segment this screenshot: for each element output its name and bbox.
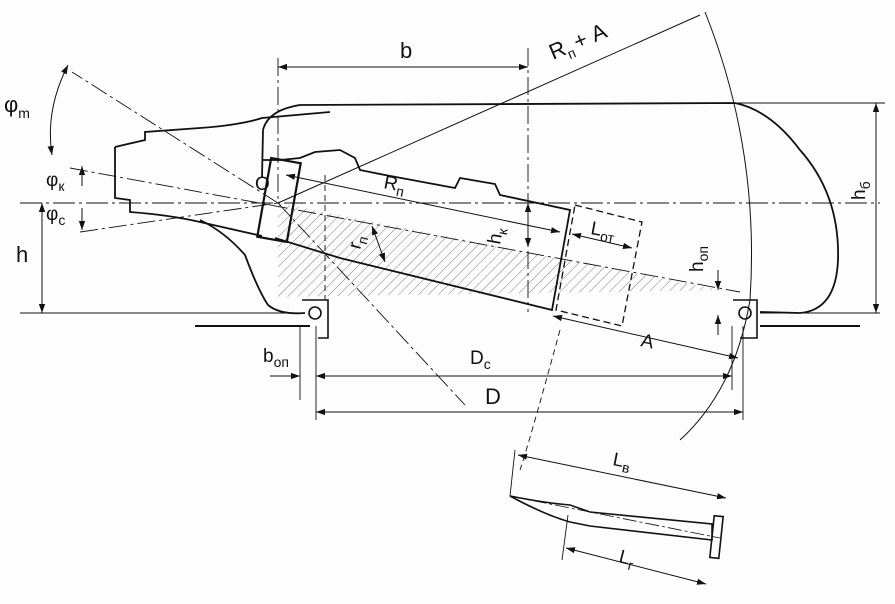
ray-phi-m <box>71 71 279 204</box>
ray-phi-k-ext <box>277 202 466 406</box>
right-support-ring <box>738 306 752 320</box>
label-lot: Lот <box>589 218 618 246</box>
label-phi-k: φк <box>46 170 65 194</box>
label-hop: hоп <box>687 246 711 272</box>
turret-body-outline <box>199 102 839 315</box>
label-phi-c: φc <box>46 204 65 228</box>
dim-lv <box>517 453 727 500</box>
left-support-bracket <box>302 299 329 339</box>
label-dc: Dc <box>470 348 491 372</box>
label-d: D <box>485 384 501 409</box>
dim-phi-m-arc <box>47 64 69 156</box>
label-phi-m: φm <box>4 92 30 121</box>
label-b: b <box>400 38 412 63</box>
arc-rp-plus-a <box>679 11 753 441</box>
arc-rp-inner <box>519 329 561 471</box>
label-rn: rп <box>345 232 372 252</box>
ray-rp-plus-a <box>277 14 701 204</box>
dim-rp <box>285 173 561 234</box>
label-bop: bоп <box>263 346 289 370</box>
label-lg: Lг <box>616 546 637 573</box>
ejection-tray <box>555 204 643 327</box>
label-h: h <box>16 242 28 267</box>
ammunition-round <box>509 495 725 560</box>
label-a: A <box>639 330 656 353</box>
ext-lg-left <box>561 514 569 561</box>
hatched-recoil-zone <box>278 203 720 297</box>
label-hk: hк <box>484 225 511 246</box>
right-support-bracket <box>733 299 758 339</box>
dim-lot <box>571 232 633 250</box>
ray-phi-c <box>79 202 279 233</box>
ray-phi-k <box>69 167 741 293</box>
dim-rn <box>371 225 386 263</box>
dim-lg <box>565 547 707 585</box>
label-rp-plus-a: Rп+ A <box>545 18 612 68</box>
ext-lv-left <box>509 449 516 497</box>
dim-a <box>552 314 739 360</box>
label-lv: Lв <box>610 449 632 476</box>
left-support-ring <box>308 306 322 320</box>
label-rp: Rп <box>381 172 407 200</box>
gun-barrel <box>114 111 331 237</box>
label-hb: hб <box>849 181 873 200</box>
label-point-o: O <box>255 174 270 195</box>
